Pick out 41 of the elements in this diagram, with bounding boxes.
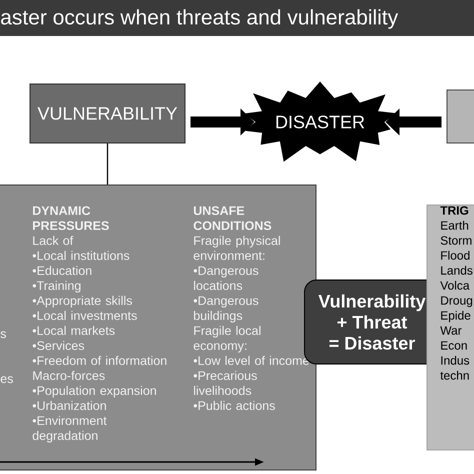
- list-item: Indus: [441, 356, 470, 365]
- list-item: Econ: [441, 341, 467, 350]
- list-item: •Urbanization: [32, 400, 106, 410]
- list-item: •Population expansion: [32, 386, 156, 398]
- list-item: War: [440, 326, 462, 335]
- column-heading: TRIG: [440, 206, 468, 215]
- title-bar: aster occurs when threats and vulnerability: [0, 0, 474, 36]
- list-item: Volca: [440, 280, 470, 290]
- arrow: [386, 108, 442, 136]
- list-item: •Appropriate skills: [32, 296, 132, 308]
- list-item: •Environment degradation: [32, 416, 107, 443]
- list-item: •Local institutions: [32, 250, 130, 260]
- threat-box: [446, 90, 474, 144]
- list-item: •Public actions: [194, 400, 275, 410]
- list-item: Storm: [440, 236, 472, 245]
- list-item: •Education: [32, 266, 92, 276]
- list-item: Epide: [441, 310, 470, 322]
- disaster-starburst: DISASTER: [244, 82, 397, 162]
- list-item: Fragile local economy:: [194, 326, 260, 353]
- vulnerability-box: VULNERABILITY: [30, 84, 186, 144]
- list-item: Lands: [441, 266, 472, 275]
- list-item: •Training: [32, 280, 80, 293]
- list-item: Macro-forces: [33, 370, 105, 380]
- list-item: Lack of: [33, 236, 74, 246]
- list-item: •Freedom of information: [32, 356, 166, 366]
- list-item: •Services: [32, 340, 84, 350]
- list-item: •Local markets: [32, 326, 115, 336]
- list-item: •Precarious livelihoods: [194, 370, 257, 396]
- list-item: Earth: [441, 220, 468, 230]
- list-item: s: [0, 331, 6, 338]
- list-item: •Local investments: [32, 310, 137, 320]
- list-item: •Dangerous locations: [194, 266, 258, 290]
- arrow: [190, 108, 254, 136]
- column-heading: DYNAMIC PRESSURES: [33, 206, 109, 230]
- list-item: Flood: [441, 250, 470, 260]
- list-item: •Dangerous buildings: [194, 296, 258, 323]
- list-item: Droug: [441, 296, 472, 308]
- column-heading: UNSAFE CONDITIONS: [194, 206, 272, 230]
- list-item: Fragile physical environment:: [194, 236, 280, 260]
- list-item: techn: [440, 370, 469, 380]
- list-item: es: [0, 376, 13, 384]
